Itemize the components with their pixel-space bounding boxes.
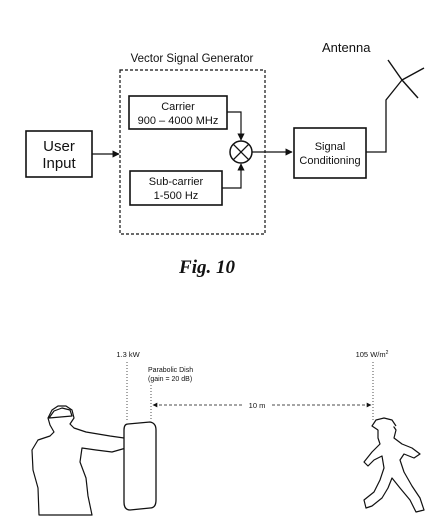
intensity-label: 105 W/m2 [356,350,389,359]
antenna-icon [387,59,425,99]
user-input-label-line1: User [43,138,75,155]
signal-conditioning-block [293,127,367,179]
parabolic-dish [123,421,157,511]
runner-figure [363,417,425,513]
arrow-subcarrier-to-mixer [222,163,245,189]
subcarrier-frequency-range: 1-500 Hz [154,190,199,202]
range-scene: 1.3 kW Parabolic Dish (gain = 20 dB) 105… [31,350,425,516]
distance-label: 10 m [249,401,266,410]
signal-conditioning-label-line1: Signal [315,141,346,153]
user-input-block [25,130,93,178]
vector-signal-generator-title: Vector Signal Generator [131,53,254,65]
dish-label-line2: (gain = 20 dB) [148,376,192,383]
operator-figure [31,405,127,516]
subcarrier-block [129,170,223,206]
mixer-symbol [229,140,253,164]
carrier-label: Carrier [161,101,195,113]
intensity-value: 105 W/m [356,350,386,359]
power-label: 1.3 kW [116,350,140,359]
signal-conditioning-label-line2: Conditioning [299,155,360,167]
dish-label-line1: Parabolic Dish [148,367,193,374]
carrier-frequency-range: 900 – 4000 MHz [138,115,219,127]
antenna-label: Antenna [322,40,371,55]
subcarrier-label: Sub-carrier [149,176,204,188]
fig10-block-diagram: Vector Signal Generator User Input Carri… [25,40,425,278]
arrow-carrier-to-mixer [227,111,245,141]
feed-line-to-antenna [366,79,403,153]
user-input-label-line2: Input [42,155,76,172]
figure-caption: Fig. 10 [178,257,235,278]
intensity-exponent: 2 [386,350,389,356]
